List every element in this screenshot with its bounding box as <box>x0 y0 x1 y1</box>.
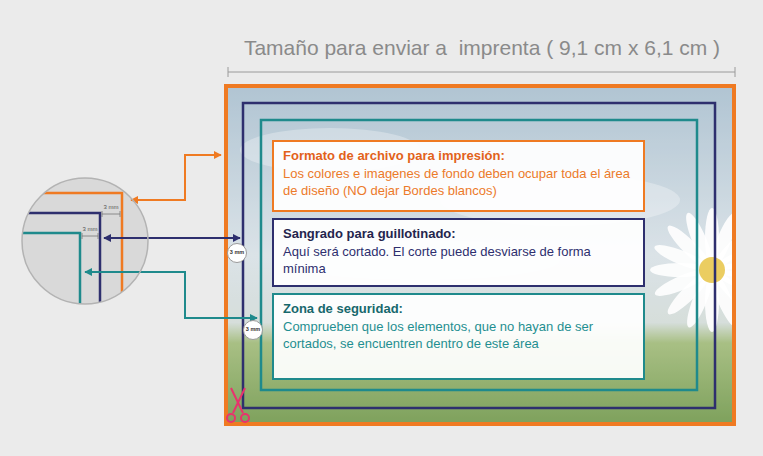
box-heading: Zona de seguridad: <box>283 301 634 317</box>
measure-badge: 3 mm <box>243 320 263 340</box>
box-heading: Sangrado para guillotinado: <box>283 226 634 242</box>
magnifier-circle: 3 mm 3 mm <box>21 177 149 305</box>
pointer-arrow <box>131 155 221 200</box>
dimension-label: 3 mm <box>246 327 260 333</box>
box-heading: Formato de archivo para impresión: <box>283 148 634 164</box>
diagram-title: Tamaño para enviar a imprenta ( 9,1 cm x… <box>244 36 720 60</box>
dimension-line <box>228 67 735 77</box>
file-format-frame <box>226 86 734 424</box>
box-text: Los colores e imagenes de fondo deben oc… <box>283 166 634 199</box>
photo-fade <box>226 86 734 424</box>
info-box: Sangrado para guillotinado: Aquí será cor… <box>272 218 645 287</box>
safety-zone-frame <box>261 120 697 390</box>
pointer-arrow <box>85 272 257 318</box>
dimension-label: 3 mm <box>83 226 98 232</box>
dimension-mark <box>102 211 120 217</box>
magnifier-outline <box>21 177 149 305</box>
dimension-label: 3 mm <box>230 250 244 256</box>
info-box: Formato de archivo para impresión: Los co… <box>272 140 645 212</box>
scissors-handle <box>227 414 235 422</box>
sky-grass <box>226 86 734 424</box>
scissors-blade <box>233 388 245 413</box>
magnified-corner <box>18 193 122 310</box>
box-text: Comprueben que los elementos, que no hay… <box>283 319 634 352</box>
bleed-cut-frame <box>243 103 715 408</box>
pointer-arrow <box>104 237 240 239</box>
navy-edge <box>18 213 100 310</box>
teal-edge <box>18 233 80 310</box>
orange-edge <box>18 193 122 310</box>
scissors-icon <box>227 388 249 422</box>
info-box: Zona de seguridad: Comprueben que los ele… <box>272 293 645 380</box>
dimension-label: 3 mm <box>104 204 119 210</box>
dimension-mark <box>82 233 98 239</box>
measure-badge: 3 mm <box>227 243 247 263</box>
magnifier-ring <box>22 178 148 304</box>
scissors-handle <box>241 414 249 422</box>
box-text: Aquí será cortado. El corte puede desvia… <box>283 244 634 277</box>
scissors-blade <box>231 388 243 413</box>
magnifier-fill <box>22 178 148 304</box>
background-photo <box>226 86 734 424</box>
